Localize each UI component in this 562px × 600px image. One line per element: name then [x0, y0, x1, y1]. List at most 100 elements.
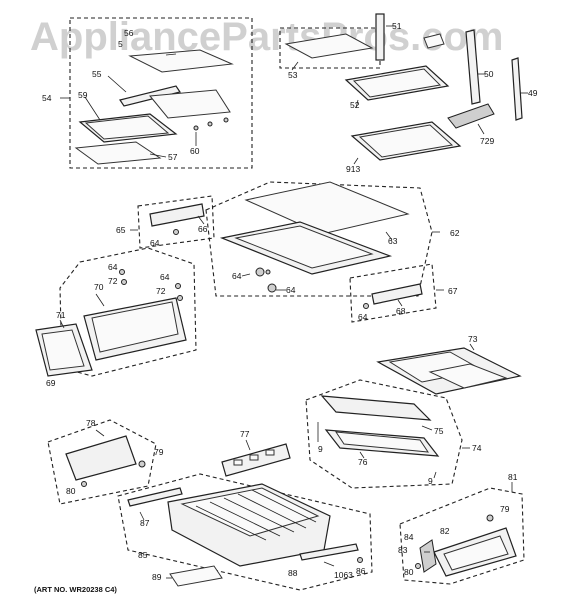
label-79a: 79	[154, 447, 164, 457]
shelf-right-73	[428, 363, 508, 389]
label-66: 66	[198, 224, 208, 234]
bracket-729	[447, 103, 495, 129]
label-80b: 80	[404, 567, 414, 577]
label-49: 49	[528, 88, 538, 98]
group-boundary-74	[305, 379, 463, 489]
clip-top	[423, 33, 445, 49]
basket-85	[117, 473, 373, 591]
cover-panel-53	[284, 33, 374, 59]
label-88: 88	[288, 568, 298, 578]
handle-inner-76	[335, 431, 429, 453]
slot-a	[233, 459, 243, 466]
label-64e: 64	[160, 272, 170, 282]
screw-60	[193, 125, 199, 131]
screw-64f	[363, 303, 369, 309]
label-77: 77	[240, 429, 250, 439]
panel-inner-82	[443, 535, 509, 571]
label-59: 59	[78, 90, 88, 100]
trim-75	[320, 395, 432, 421]
watermark-text: AppliancePartsPros.com	[30, 15, 504, 59]
drawer-front-74	[305, 379, 470, 489]
group-boundary-54	[69, 17, 253, 169]
cover-53	[279, 27, 381, 71]
label-87: 87	[140, 518, 150, 528]
label-65: 65	[116, 225, 126, 235]
label-78: 78	[86, 418, 96, 428]
screw-72a	[121, 279, 127, 285]
plate-89	[166, 565, 223, 587]
label-62: 62	[450, 228, 460, 238]
group-boundary-78	[47, 419, 157, 505]
screw-80a	[81, 481, 87, 487]
bracket-77	[221, 439, 291, 477]
label-53: 53	[288, 70, 298, 80]
label-9b: 9	[428, 476, 433, 486]
label-64c: 64	[286, 285, 296, 295]
rail-88	[299, 543, 359, 561]
screw-60c	[223, 117, 229, 123]
label-913: 913	[346, 164, 360, 174]
label-83: 83	[398, 545, 408, 555]
label-52: 52	[350, 100, 360, 110]
group-boundary-69	[59, 247, 197, 377]
shelf-assembly-54	[60, 17, 253, 169]
basket-slats	[195, 489, 317, 541]
plate-57	[74, 141, 162, 165]
rail-87	[127, 487, 183, 507]
screw-60b	[207, 121, 213, 127]
label-64a: 64	[150, 238, 160, 248]
frame-56	[128, 49, 234, 73]
screw-64	[173, 229, 179, 235]
brackets-right	[375, 13, 528, 135]
slide-rail-66	[149, 203, 205, 227]
clip-84	[419, 539, 437, 573]
label-1063: 1063	[334, 570, 353, 580]
label-79b: 79	[500, 504, 510, 514]
door-assembly-81	[399, 482, 525, 585]
screw-79b	[486, 514, 494, 522]
bracket-51	[375, 13, 385, 61]
label-54: 54	[42, 93, 52, 103]
label-60: 60	[190, 146, 200, 156]
label-70: 70	[94, 282, 104, 292]
shelf-913	[350, 121, 462, 165]
label-85: 85	[138, 550, 148, 560]
label-74: 74	[472, 443, 482, 453]
screw-79a	[138, 460, 146, 468]
label-9a: 9	[318, 444, 323, 454]
label-51: 51	[392, 21, 402, 31]
screw-80b	[415, 563, 421, 569]
plate-panel-89	[169, 565, 223, 587]
shelf-52	[344, 65, 450, 109]
label-729: 729	[480, 136, 494, 146]
shelf-73	[376, 343, 522, 395]
screw-64d	[119, 269, 125, 275]
label-75: 75	[434, 426, 444, 436]
label-89: 89	[152, 572, 162, 582]
roller-64a	[255, 267, 265, 277]
label-69: 69	[46, 378, 56, 388]
slide-frame	[149, 89, 231, 119]
label-55: 55	[92, 69, 102, 79]
label-76: 76	[358, 457, 368, 467]
label-82: 82	[440, 526, 450, 536]
basket-floor	[180, 487, 320, 537]
label-84: 84	[404, 532, 414, 542]
group-boundary-62	[205, 181, 433, 297]
callout-labels: 51 56 5 53 50 55 54 59 52 49 729 57 60 9…	[42, 21, 538, 582]
cover-panel-78	[65, 435, 137, 481]
label-57: 57	[168, 152, 178, 162]
group-boundary-65	[137, 195, 215, 249]
slot-b	[249, 454, 259, 461]
crisper-cover-62	[205, 181, 440, 297]
drawer-inner-70	[91, 301, 179, 353]
slot-c	[265, 449, 275, 456]
group-boundary-53	[279, 27, 381, 69]
label-67: 67	[448, 286, 458, 296]
label-71: 71	[56, 310, 66, 320]
slide-65	[130, 195, 215, 249]
shelf-glass-52	[352, 68, 442, 98]
label-80a: 80	[66, 486, 76, 496]
shelf-glass-913	[358, 124, 454, 158]
